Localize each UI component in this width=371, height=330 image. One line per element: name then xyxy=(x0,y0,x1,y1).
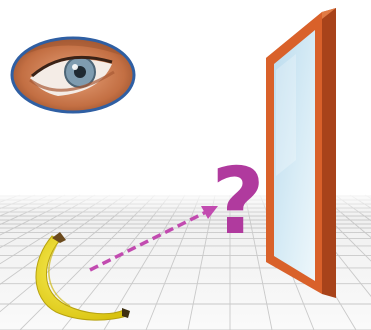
mirror-glass-shine xyxy=(276,54,296,176)
question-mark: ? xyxy=(208,152,268,252)
eye-icon xyxy=(12,38,134,112)
mirror-frame-side xyxy=(322,8,336,298)
mirror-icon xyxy=(266,8,336,298)
eye-highlight xyxy=(72,64,78,70)
